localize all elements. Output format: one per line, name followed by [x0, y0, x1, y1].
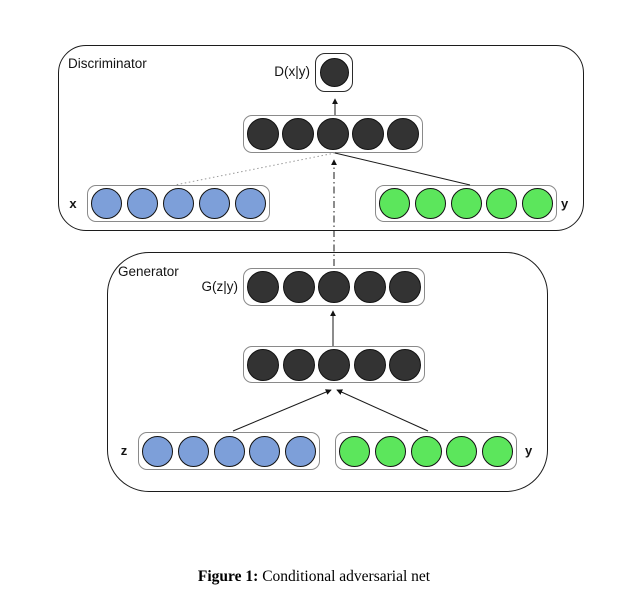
network-node — [247, 348, 279, 381]
network-node — [486, 188, 518, 219]
figure-caption: Figure 1: Conditional adversarial net — [0, 568, 628, 586]
network-node — [410, 435, 442, 467]
network-node — [353, 348, 386, 381]
discriminator-hidden-layer — [243, 115, 423, 153]
discriminator-output-node-box — [315, 53, 353, 92]
network-node — [282, 118, 314, 150]
network-node — [247, 118, 279, 150]
network-node — [352, 118, 384, 150]
network-node — [374, 435, 406, 467]
network-node — [318, 348, 350, 381]
generator-box — [107, 252, 548, 492]
network-node — [522, 188, 553, 219]
network-node — [317, 118, 349, 150]
network-node — [163, 188, 194, 219]
network-node — [482, 435, 513, 467]
generator-input-y-row — [335, 432, 517, 470]
network-node — [247, 271, 279, 303]
network-node — [285, 435, 316, 467]
generator-input-z-row — [138, 432, 320, 470]
network-node — [414, 188, 446, 219]
network-node — [389, 271, 421, 303]
network-node — [389, 348, 421, 381]
network-node — [339, 435, 370, 467]
generator-output-layer — [243, 268, 425, 306]
network-node — [319, 58, 349, 87]
network-node — [379, 188, 410, 219]
network-node — [199, 188, 230, 219]
network-node — [387, 118, 419, 150]
network-node — [353, 271, 386, 303]
discriminator-y-label: y — [561, 196, 569, 211]
generator-label: Generator — [118, 264, 179, 279]
discriminator-box — [58, 45, 584, 231]
generator-z-label: z — [120, 443, 128, 458]
discriminator-x-label: x — [69, 196, 77, 211]
discriminator-input-x-row — [87, 185, 270, 222]
figure-caption-number: Figure 1: — [197, 568, 259, 585]
network-node — [282, 271, 315, 303]
network-node — [450, 188, 482, 219]
network-node — [446, 435, 478, 467]
network-node — [127, 188, 158, 219]
network-node — [249, 435, 281, 467]
discriminator-label: Discriminator — [68, 56, 147, 71]
network-node — [318, 271, 350, 303]
network-node — [282, 348, 315, 381]
network-node — [235, 188, 266, 219]
generator-output-label: G(z|y) — [201, 279, 239, 294]
generator-hidden-layer — [243, 346, 425, 383]
discriminator-output-label: D(x|y) — [274, 64, 310, 79]
network-node — [213, 435, 245, 467]
generator-y-label: y — [525, 443, 533, 458]
network-node — [91, 188, 122, 219]
figure-caption-text: Conditional adversarial net — [258, 568, 431, 585]
network-node — [142, 435, 173, 467]
discriminator-input-y-row — [375, 185, 557, 222]
network-node — [177, 435, 209, 467]
